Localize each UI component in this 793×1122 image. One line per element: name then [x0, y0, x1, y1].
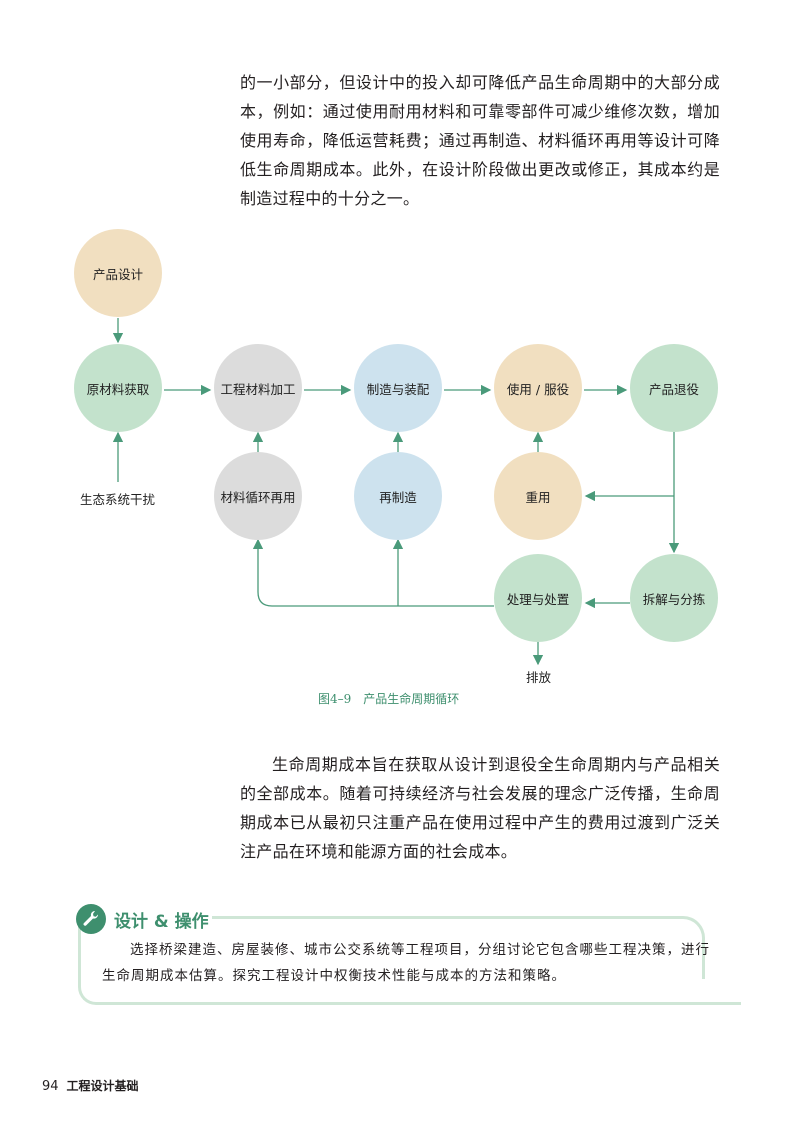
activity-box-border	[212, 916, 705, 979]
body-paragraph: 生命周期成本旨在获取从设计到退役全生命周期内与产品相关的全部成本。随着可持续经济…	[240, 750, 720, 866]
node-label: 使用 / 服役	[506, 381, 570, 397]
page-number: 94	[42, 1079, 59, 1094]
node-label: 处理与处置	[506, 591, 570, 607]
activity-body: 选择桥梁建造、房屋装修、城市公交系统等工程项目，分组讨论它包含哪些工程决策，进行…	[102, 942, 710, 984]
intro-text: 的一小部分，但设计中的投入却可降低产品生命周期中的大部分成本，例如：通过使用耐用…	[240, 73, 720, 208]
node-raw-material: 原材料获取	[74, 344, 162, 432]
node-disassembly: 拆解与分拣	[630, 554, 718, 642]
wrench-icon	[76, 904, 106, 934]
node-label: 工程材料加工	[220, 381, 296, 397]
node-label: 重用	[525, 489, 551, 505]
node-manufacturing: 制造与装配	[354, 344, 442, 432]
node-label: 再制造	[379, 489, 417, 505]
node-product-design: 产品设计	[74, 229, 162, 317]
emission-label: 排放	[526, 670, 552, 685]
node-label: 产品设计	[92, 266, 143, 282]
node-use: 使用 / 服役	[494, 344, 582, 432]
book-title: 工程设计基础	[66, 1079, 139, 1093]
activity-title: 设计 & 操作	[114, 912, 209, 932]
body-text: 生命周期成本旨在获取从设计到退役全生命周期内与产品相关的全部成本。随着可持续经济…	[240, 755, 720, 861]
figure-caption: 图4–9 产品生命周期循环	[318, 692, 460, 706]
node-label: 制造与装配	[366, 381, 430, 397]
node-label: 原材料获取	[86, 381, 150, 397]
page-footer: 94 工程设计基础	[42, 1077, 139, 1094]
node-label: 产品退役	[648, 381, 699, 397]
intro-paragraph: 的一小部分，但设计中的投入却可降低产品生命周期中的大部分成本，例如：通过使用耐用…	[240, 68, 720, 213]
node-remanufacture: 再制造	[354, 452, 442, 540]
activity-text: 选择桥梁建造、房屋装修、城市公交系统等工程项目，分组讨论它包含哪些工程决策，进行…	[102, 937, 722, 989]
activity-box	[78, 918, 741, 1005]
node-label: 拆解与分拣	[642, 591, 706, 607]
node-material-processing: 工程材料加工	[214, 344, 302, 432]
node-recycle: 材料循环再用	[214, 452, 302, 540]
ecosystem-label: 生态系统干扰	[80, 492, 156, 507]
node-disposal: 处理与处置	[494, 554, 582, 642]
node-retirement: 产品退役	[630, 344, 718, 432]
node-reuse: 重用	[494, 452, 582, 540]
node-label: 材料循环再用	[220, 489, 296, 505]
